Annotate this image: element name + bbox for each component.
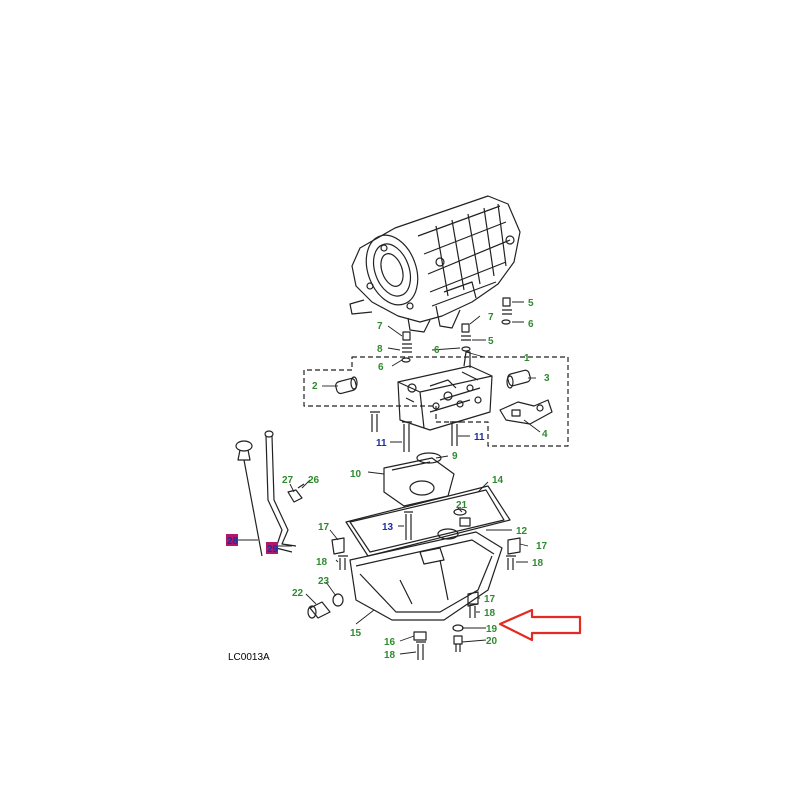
callout-labels: 1 2 3 4 5 5 6 6 6 7 7 8 9 10 11 11 12 13…: [226, 298, 550, 661]
drain-plug: [452, 624, 464, 652]
sensor-bracket: [499, 399, 553, 425]
callout-8: 8: [377, 344, 383, 355]
callout-19: 19: [486, 624, 498, 635]
spring-valves: [401, 297, 512, 363]
callout-18d: 18: [384, 650, 396, 661]
callout-27: 27: [282, 475, 294, 486]
callout-7b: 7: [488, 312, 494, 323]
callout-2: 2: [312, 381, 318, 392]
callout-20: 20: [486, 636, 498, 647]
oil-filter: [383, 452, 455, 507]
solenoid-right: [506, 369, 531, 389]
callout-29-box: [266, 542, 278, 554]
callout-15: 15: [350, 628, 362, 639]
callout-4: 4: [542, 429, 548, 440]
callout-17c: 17: [484, 594, 496, 605]
callout-17b: 17: [536, 541, 548, 552]
diagram-caption: LC0013A: [228, 652, 270, 663]
callout-23: 23: [318, 576, 330, 587]
oil-pan: [349, 531, 503, 641]
callout-6c: 6: [378, 362, 384, 373]
callout-10: 10: [350, 469, 362, 480]
filler-fitting: [307, 593, 344, 619]
callout-5b: 5: [488, 336, 494, 347]
callout-28-box: [226, 534, 238, 546]
callout-3: 3: [544, 373, 550, 384]
callout-18b: 18: [532, 558, 544, 569]
highlight-arrow: [498, 608, 582, 642]
pan-bolts: [338, 555, 516, 660]
leader-lines: [238, 301, 541, 655]
callout-11b: 11: [474, 432, 485, 443]
callout-18c: 18: [484, 608, 496, 619]
callout-28: 28: [227, 536, 239, 547]
callout-11a: 11: [376, 438, 387, 449]
callout-1: 1: [524, 353, 530, 364]
callout-18a: 18: [316, 557, 328, 568]
dipstick: [235, 430, 305, 557]
pan-gasket: [345, 485, 511, 557]
callout-6b: 6: [434, 345, 440, 356]
suction-bolt: [404, 511, 413, 540]
callout-13: 13: [382, 522, 394, 533]
callout-14: 14: [492, 475, 504, 486]
transmission-housing: [349, 195, 521, 333]
valve-body-group-outline: [303, 356, 569, 447]
callout-29: 29: [267, 544, 279, 555]
callout-22: 22: [292, 588, 304, 599]
callout-7a: 7: [377, 321, 383, 332]
callout-9: 9: [452, 451, 458, 462]
pan-magnet: [437, 508, 471, 540]
callout-16: 16: [384, 637, 396, 648]
callout-5a: 5: [528, 298, 534, 309]
solenoid-left: [335, 376, 358, 395]
callout-21: 21: [456, 500, 468, 511]
callout-26: 26: [308, 475, 320, 486]
callout-12: 12: [516, 526, 528, 537]
valve-body: [397, 351, 493, 431]
callout-6a: 6: [528, 319, 534, 330]
valve-body-bolts: [370, 411, 460, 452]
callout-17a: 17: [318, 522, 330, 533]
